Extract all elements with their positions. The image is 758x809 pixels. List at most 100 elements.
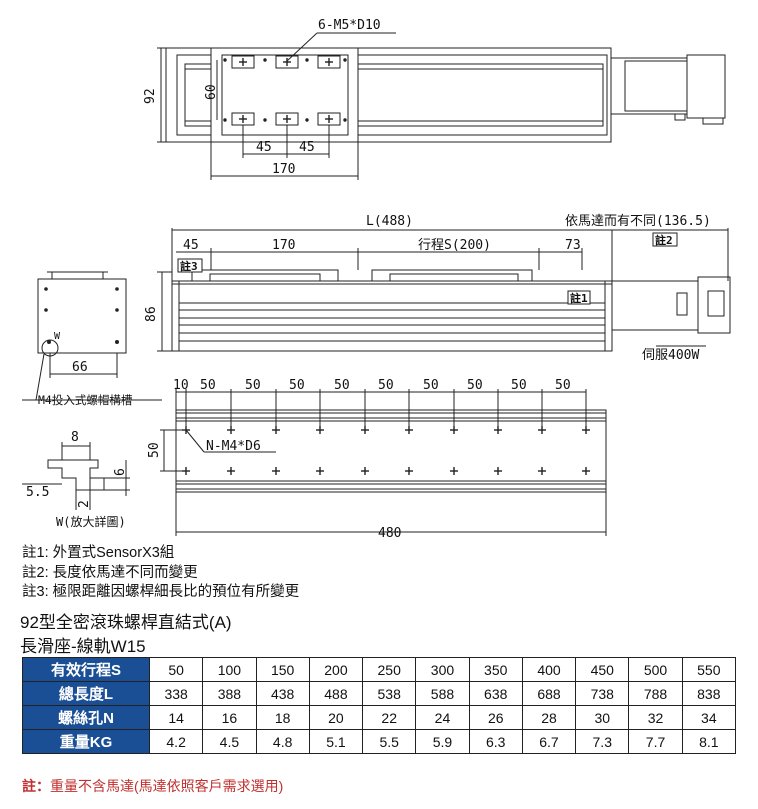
table-cell: 5.1 <box>308 729 364 754</box>
rail-pitch-9: 50 <box>555 378 571 393</box>
table-cell: 400 <box>521 657 577 682</box>
stroke-label: 行程S(200) <box>418 238 491 253</box>
rail-pitch-7: 50 <box>467 378 483 393</box>
table-cell: 6.7 <box>521 729 577 754</box>
table-cell: 788 <box>628 681 683 706</box>
product-subtitle: 長滑座-線軌W15 <box>20 637 146 656</box>
dim-45-side-label: 45 <box>183 238 199 253</box>
holes-top-label: 6-M5*D10 <box>318 18 381 33</box>
detail-w <box>22 442 130 510</box>
end-view <box>22 271 162 401</box>
m4-slot-label: M4投入式螺帽構槽 <box>38 393 133 407</box>
servo-label: 伺服400W <box>642 348 699 363</box>
detail-6-label: 6 <box>113 468 128 476</box>
note-2: 註2: 長度依馬達不同而變更 <box>22 564 198 581</box>
top-bolt-pockets <box>223 55 347 126</box>
rail-pitch-4: 50 <box>334 378 350 393</box>
table-cell: 7.3 <box>575 729 630 754</box>
dim-86-label: 86 <box>144 306 159 322</box>
table-cell: 26 <box>468 705 523 730</box>
table-cell: 638 <box>468 681 523 706</box>
dim-170-side-label: 170 <box>272 238 295 253</box>
pitch-45b-label: 45 <box>299 140 315 155</box>
table-cell: 500 <box>628 657 683 682</box>
total-length-label: L(488) <box>366 214 413 229</box>
detail-55-label: 5.5 <box>26 485 49 500</box>
table-cell: 438 <box>255 681 310 706</box>
table-cell: 488 <box>308 681 364 706</box>
detail-title: W(放大詳圖) <box>56 514 126 529</box>
table-cell: 4.2 <box>148 729 204 754</box>
rail-pitch-6: 50 <box>423 378 439 393</box>
table-cell: 32 <box>628 705 683 730</box>
table-cell: 688 <box>521 681 577 706</box>
table-cell: 450 <box>575 657 630 682</box>
rail-holes-label: N-M4*D6 <box>206 439 261 454</box>
product-title: 92型全密滾珠螺桿直結式(A) <box>20 613 232 632</box>
table-cell: 50 <box>148 657 204 682</box>
pitch-45a-label: 45 <box>256 140 272 155</box>
dim-73-label: 73 <box>565 238 581 253</box>
table-cell: 8.1 <box>681 729 737 754</box>
row-header: 總長度L <box>22 681 150 706</box>
table-cell: 338 <box>148 681 204 706</box>
row-header: 螺絲孔N <box>22 705 150 730</box>
footnote: 註：重量不含馬達(馬達依照客戶需求選用) <box>22 776 283 796</box>
table-cell: 4.8 <box>255 729 310 754</box>
dim-60-label: 60 <box>204 84 219 100</box>
detail-2-label: 2 <box>77 500 92 508</box>
table-cell: 18 <box>255 705 310 730</box>
footnote-tag: 註： <box>22 778 50 794</box>
table-cell: 5.9 <box>415 729 470 754</box>
w-label: W <box>54 331 61 342</box>
top-view <box>157 32 726 180</box>
rail-length-label: 480 <box>378 526 401 540</box>
notes: 註1: 外置式SensorX3組 註2: 長度依馬達不同而變更 註3: 極限距離… <box>22 544 299 603</box>
table-cell: 14 <box>148 705 204 730</box>
table-cell: 28 <box>521 705 577 730</box>
table-cell: 22 <box>362 705 417 730</box>
table-cell: 24 <box>415 705 470 730</box>
motor-length-label: 依馬達而有不同(136.5) <box>565 214 711 229</box>
table-cell: 100 <box>202 657 257 682</box>
table-cell: 550 <box>681 657 737 682</box>
row-header: 重量KG <box>22 729 150 754</box>
side-view <box>157 228 731 352</box>
rail-width-label: 50 <box>147 442 162 458</box>
table-cell: 350 <box>468 657 523 682</box>
table-cell: 738 <box>575 681 630 706</box>
table-cell: 30 <box>575 705 630 730</box>
table-cell: 34 <box>681 705 737 730</box>
table-cell: 7.7 <box>628 729 683 754</box>
table-cell: 6.3 <box>468 729 523 754</box>
rail-pitch-8: 50 <box>511 378 527 393</box>
table-cell: 388 <box>202 681 257 706</box>
note2-tag: 註2 <box>655 233 673 247</box>
note-3: 註3: 極限距離因螺桿細長比的預位有所變更 <box>22 584 300 600</box>
rail-pitch-2: 50 <box>245 378 261 393</box>
rail-view <box>160 389 607 536</box>
row-header: 有效行程S <box>22 657 150 682</box>
dim-92-label: 92 <box>143 88 158 104</box>
table-cell: 300 <box>415 657 470 682</box>
note3-tag: 註3 <box>180 259 198 273</box>
table-cell: 4.5 <box>202 729 257 754</box>
rail-pitch-5: 50 <box>378 378 394 393</box>
note1-tag: 註1 <box>570 291 588 305</box>
table-cell: 838 <box>681 681 737 706</box>
table-cell: 5.5 <box>362 729 417 754</box>
table-cell: 20 <box>308 705 364 730</box>
rail-10-label: 10 <box>173 378 189 393</box>
table-cell: 538 <box>362 681 417 706</box>
table-cell: 16 <box>202 705 257 730</box>
table-cell: 588 <box>415 681 470 706</box>
table-cell: 150 <box>255 657 310 682</box>
table-cell: 250 <box>362 657 417 682</box>
detail-8-label: 8 <box>71 430 79 445</box>
dim-170-top-label: 170 <box>272 162 295 177</box>
